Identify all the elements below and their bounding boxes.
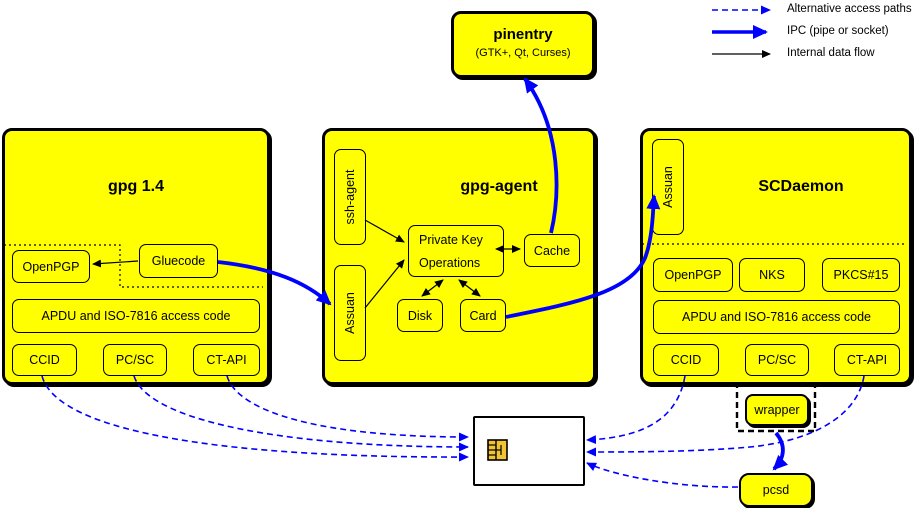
gpg14-apdu-box: APDU and ISO-7816 access code [12, 299, 260, 333]
gpg-agent-assuan-label: Assuan [343, 292, 357, 334]
legend-label-internal-flow: Internal data flow [787, 47, 875, 59]
alt-path-pcsd-to-card [586, 462, 739, 488]
ipc-arrow-wrapper-to-pcsd [772, 431, 789, 471]
smartcard-chip-icon [487, 439, 508, 461]
pcsd-box: pcsd [739, 473, 813, 507]
pko-line1: Private Key [419, 232, 483, 247]
gpg-agent-title: gpg-agent [460, 178, 538, 195]
scdaemon-title: SCDaemon [758, 178, 844, 195]
legend-label-ipc: IPC (pipe or socket) [787, 25, 889, 37]
scdaemon-ctapi-box: CT-API [834, 344, 900, 376]
alt-path-scdaemon-ctapi-to-card [586, 375, 865, 457]
legend-label-alternative-access: Alternative access paths [787, 3, 912, 15]
wrapper-box: wrapper [745, 394, 809, 426]
scdaemon-ccid-box: CCID [653, 344, 719, 376]
pinentry-box: pinentry (GTK+, Qt, Curses) [451, 11, 595, 78]
gpg14-ccid-box: CCID [12, 344, 77, 376]
gpg14-ctapi-box: CT-API [193, 344, 260, 376]
scdaemon-pkcs15-box: PKCS#15 [822, 258, 900, 292]
scdaemon-assuan-box: Assuan [652, 139, 684, 235]
scdaemon-nks-box: NKS [739, 258, 805, 292]
scdaemon-pcsc-box: PC/SC [745, 344, 809, 376]
pinentry-title: pinentry [493, 26, 553, 43]
gpg14-openpgp-box: OpenPGP [12, 250, 90, 283]
alt-path-gpg14-ctapi-to-card [226, 375, 469, 442]
gpg-agent-sshagent-box: ssh-agent [334, 149, 366, 245]
gpg-agent-assuan-box: Assuan [334, 265, 366, 361]
gpg14-gluecode-box: Gluecode [139, 244, 218, 278]
gpg14-title: gpg 1.4 [107, 178, 164, 195]
alt-path-gpg14-pcsc-to-card [133, 375, 469, 452]
pinentry-subtitle: (GTK+, Qt, Curses) [475, 47, 571, 59]
gpg-agent-card-box: Card [460, 299, 506, 332]
alt-path-gpg14-ccid-to-card [41, 375, 469, 462]
scdaemon-apdu-box: APDU and ISO-7816 access code [653, 300, 900, 334]
gpg-agent-disk-box: Disk [397, 299, 443, 332]
gpg-agent-private-key-operations-box: Private Key Operations [408, 225, 504, 277]
smartcard [473, 416, 585, 486]
scdaemon-openpgp-box: OpenPGP [653, 258, 733, 292]
gpg-agent-cache-box: Cache [524, 234, 580, 267]
gpg-agent-sshagent-label: ssh-agent [343, 169, 357, 225]
scdaemon-box: SCDaemon [640, 128, 912, 385]
scdaemon-assuan-label: Assuan [661, 166, 675, 208]
pko-line2: Operations [419, 255, 481, 270]
gpg14-pcsc-box: PC/SC [103, 344, 167, 376]
alt-path-scdaemon-ccid-to-card [586, 375, 686, 445]
